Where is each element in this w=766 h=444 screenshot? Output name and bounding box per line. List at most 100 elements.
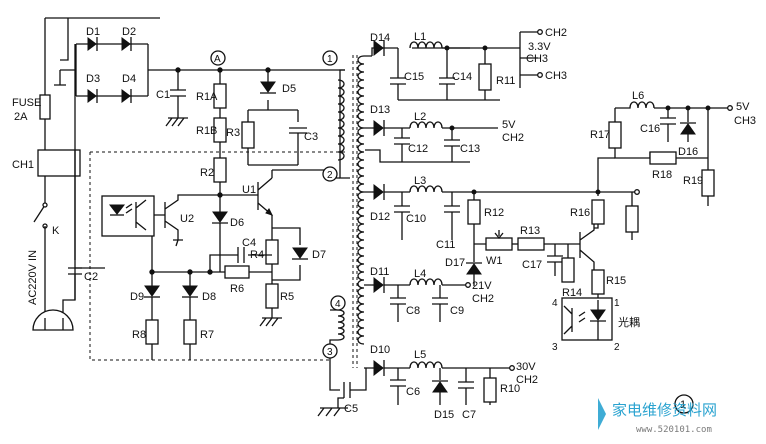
label-d7: D7 (312, 249, 326, 261)
output-5v-ch2: 5V (502, 119, 516, 131)
rail-21v (372, 276, 471, 322)
opto-pin-1: 1 (614, 298, 620, 309)
label-l1: L1 (414, 31, 426, 43)
label-fuse-rating: 2A (14, 111, 28, 123)
node-a-marker (210, 50, 226, 66)
label-mains: AC220V IN (27, 250, 39, 305)
r7 (183, 319, 197, 345)
label-r17: R17 (590, 129, 610, 141)
node-4-label: 4 (335, 299, 341, 310)
label-c1: C1 (156, 89, 170, 101)
r16 (591, 199, 605, 225)
label-r15: R15 (606, 275, 626, 287)
label-d11: D11 (370, 266, 389, 278)
label-r14: R14 (562, 287, 582, 299)
label-c12: C12 (408, 143, 428, 155)
label-r13: R13 (520, 225, 540, 237)
label-d15: D15 (434, 409, 454, 421)
fuse (39, 94, 51, 120)
label-l4: L4 (414, 268, 426, 280)
label-l6: L6 (632, 90, 644, 102)
label-fuse: FUSE (12, 97, 41, 109)
mains-input (32, 17, 165, 331)
r18 (649, 151, 677, 165)
label-r7: R7 (200, 329, 214, 341)
node-3-label: 3 (327, 347, 333, 358)
optocoupler (561, 297, 613, 341)
label-c11: C11 (436, 239, 455, 251)
label-c16: C16 (640, 123, 660, 135)
control-left (68, 150, 345, 361)
bridge-diodes (87, 37, 132, 103)
rail-30v (372, 359, 515, 405)
label-r6: R6 (230, 283, 244, 295)
label-r5: R5 (280, 291, 294, 303)
label-c6: C6 (406, 386, 420, 398)
output-ch2-5v: CH2 (502, 132, 524, 144)
label-r16: R16 (570, 207, 590, 219)
label-c5: C5 (344, 403, 358, 415)
label-d3: D3 (86, 73, 100, 85)
label-r8: R8 (132, 329, 146, 341)
label-l5: L5 (414, 349, 426, 361)
opto-pin-4: 4 (552, 298, 558, 309)
output-30v: 30V (516, 361, 536, 373)
label-c13: C13 (460, 143, 480, 155)
output-5v-main: 5V (736, 101, 750, 113)
label-d6: D6 (230, 217, 244, 229)
label-d16: D16 (678, 146, 698, 158)
r17 (608, 121, 622, 149)
node-4-marker (330, 295, 346, 311)
r15 (591, 269, 605, 295)
bridge-ground (54, 70, 66, 86)
label-d9: D9 (130, 291, 144, 303)
rail-5v-main (372, 183, 640, 300)
r-bleed (625, 205, 639, 233)
label-ch1: CH1 (12, 159, 34, 171)
r5 (265, 283, 279, 309)
r14 (561, 257, 575, 283)
label-r2: R2 (200, 167, 214, 179)
label-c15: C15 (404, 71, 424, 83)
label-r18: R18 (652, 169, 672, 181)
label-d4: D4 (122, 73, 136, 85)
label-w1: W1 (486, 255, 503, 267)
watermark-url: www.520101.com (636, 425, 712, 435)
label-r1a: R1A (196, 91, 218, 103)
rail-5v (365, 119, 498, 163)
label-c7: C7 (462, 409, 476, 421)
label-d14: D14 (370, 32, 390, 44)
drive-stage (149, 169, 340, 327)
opto-pin-3: 3 (552, 342, 558, 353)
watermark: 家电维修资料网 www.520101.com (598, 398, 717, 435)
watermark-logo-icon (598, 398, 606, 430)
node-3-marker (322, 343, 338, 359)
mains-plug (32, 309, 74, 331)
output-3v3: 3.3V (528, 41, 551, 53)
primary-bus (165, 67, 345, 195)
r6 (224, 265, 250, 279)
label-r4: R4 (250, 249, 264, 261)
label-r11: R11 (496, 75, 515, 87)
label-d13: D13 (370, 104, 390, 116)
node-1-label: 1 (327, 54, 333, 65)
label-d12: D12 (370, 211, 390, 223)
r11 (478, 63, 492, 91)
label-c10: C10 (406, 213, 426, 225)
output-ch3-5v: CH3 (734, 115, 756, 127)
label-c3: C3 (304, 131, 318, 143)
label-c9: C9 (450, 305, 464, 317)
opto-pin-2: 2 (614, 342, 620, 353)
label-u1: U1 (242, 184, 256, 196)
transformer (329, 55, 372, 369)
label-r12: R12 (484, 207, 504, 219)
label-d2: D2 (122, 26, 136, 38)
label-r1b: R1B (196, 125, 217, 137)
labels: D1 D2 D3 D4 D5 D6 D7 D8 D9 D10 D11 D12 D… (12, 26, 756, 421)
r4 (265, 239, 279, 265)
node-1-marker (322, 50, 338, 66)
r12 (467, 199, 481, 225)
label-r10: R10 (500, 383, 520, 395)
label-c2: C2 (84, 271, 98, 283)
